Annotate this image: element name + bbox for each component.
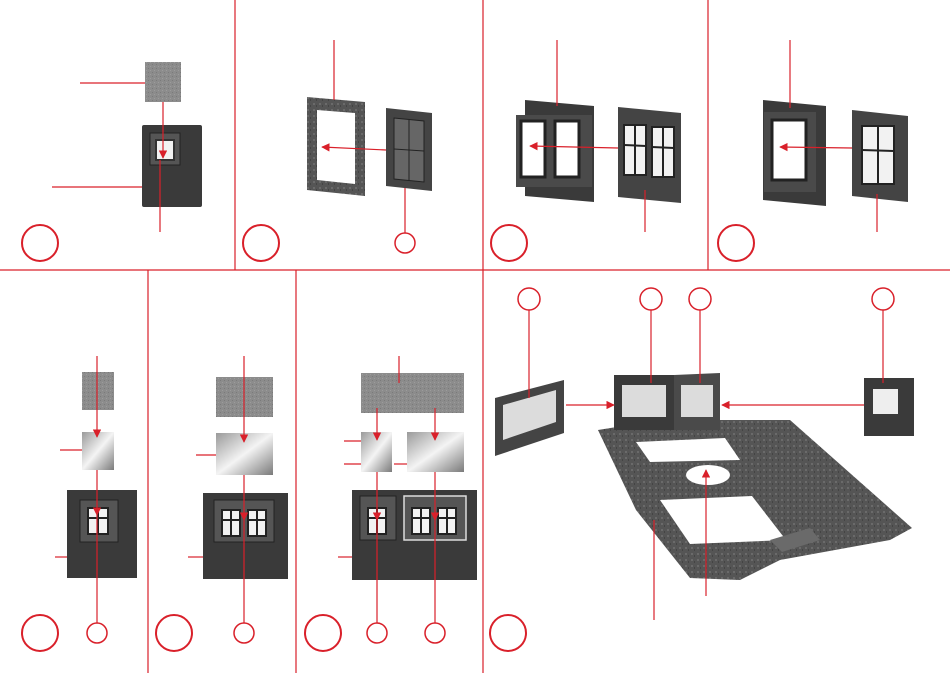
glazing-plate	[82, 372, 114, 410]
part-marker-icon	[640, 288, 662, 310]
step-4-marker-icon	[718, 225, 754, 261]
rect-shape	[681, 385, 713, 417]
rect-shape	[772, 120, 806, 180]
part-marker-icon	[689, 288, 711, 310]
part-marker-icon	[234, 623, 254, 643]
line-shape	[862, 150, 894, 151]
part-marker-icon	[87, 623, 107, 643]
step-2-marker-icon	[243, 225, 279, 261]
step-8-panel	[490, 288, 914, 651]
line-shape	[624, 145, 646, 146]
part-marker-icon	[395, 233, 415, 253]
rect-shape	[555, 121, 579, 177]
step-5-marker-icon	[22, 615, 58, 651]
rect-shape	[622, 385, 666, 417]
glazing-plate	[361, 373, 464, 413]
step-1-marker-icon	[22, 225, 58, 261]
step-6-panel	[156, 356, 288, 651]
light-diffuser	[82, 432, 114, 470]
step-8-marker-icon	[490, 615, 526, 651]
line-shape	[652, 147, 674, 148]
part-marker-icon	[518, 288, 540, 310]
base-round-opening	[686, 465, 730, 485]
step-1-panel	[22, 62, 202, 261]
glazing-plate	[145, 62, 181, 102]
step-6-marker-icon	[156, 615, 192, 651]
step-7-marker-icon	[305, 615, 341, 651]
rect-shape	[521, 121, 545, 177]
part-marker-icon	[872, 288, 894, 310]
step-3-marker-icon	[491, 225, 527, 261]
rect-shape	[873, 389, 898, 414]
step-3-panel	[491, 40, 681, 261]
step-7-panel	[305, 356, 477, 651]
base-opening-top	[636, 438, 740, 462]
step-5-panel	[22, 356, 137, 651]
part-marker-icon	[367, 623, 387, 643]
part-marker-icon	[425, 623, 445, 643]
step-2-panel	[243, 40, 432, 261]
step-4-panel	[718, 40, 908, 261]
window-opening	[156, 140, 174, 160]
